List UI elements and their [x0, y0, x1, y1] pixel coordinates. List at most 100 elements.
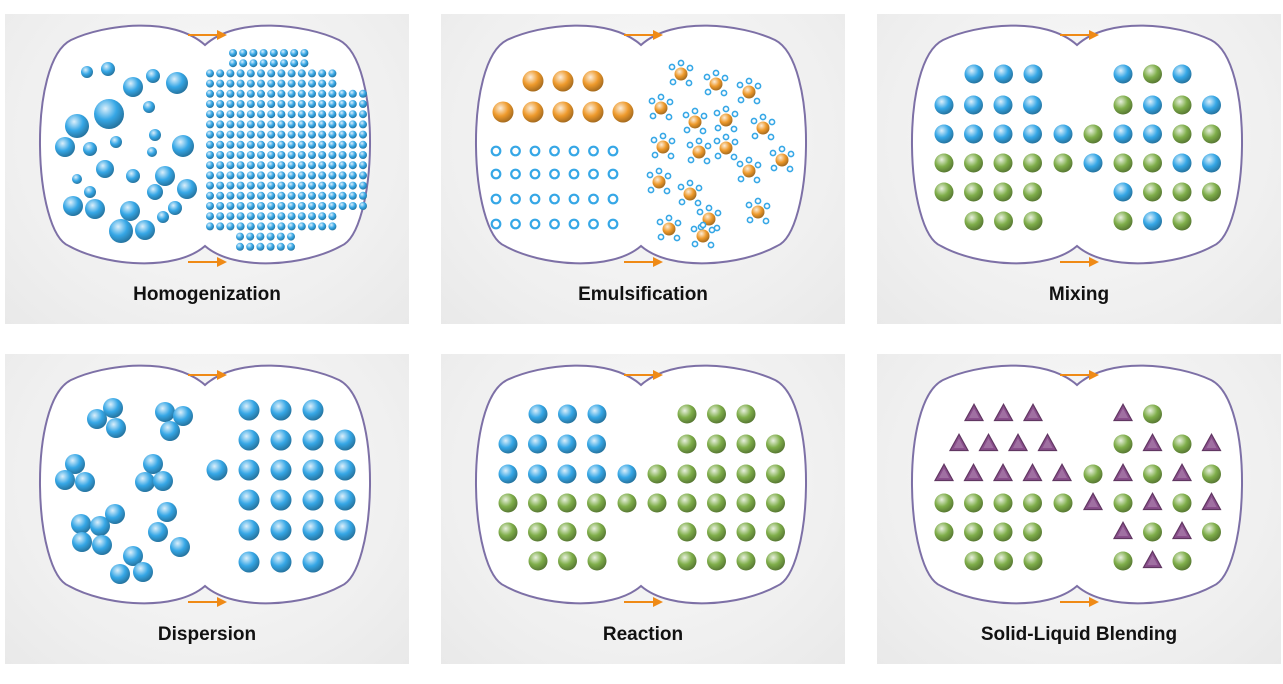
fine-droplet	[206, 171, 214, 180]
flow-arrow-icon	[188, 257, 227, 267]
large-droplet	[72, 174, 82, 184]
emulsified-droplet	[690, 221, 716, 249]
product-particle	[707, 522, 726, 542]
emulsifier-molecule	[510, 168, 521, 180]
product-particle	[677, 551, 697, 571]
fine-droplet	[246, 181, 255, 190]
oil-core	[683, 187, 697, 201]
fine-droplet	[359, 181, 367, 190]
fine-droplet	[267, 161, 276, 170]
fine-droplet	[359, 140, 367, 149]
product-particle	[766, 434, 785, 454]
liquid-particle	[1083, 464, 1103, 484]
fine-droplet	[338, 171, 347, 180]
agglomerate-particle	[160, 421, 180, 441]
oil-droplet	[492, 101, 514, 123]
oil-core	[702, 212, 716, 226]
green-particle	[1172, 95, 1192, 115]
fine-droplet	[206, 69, 214, 78]
product-particle	[766, 522, 785, 542]
fine-droplet	[318, 130, 327, 139]
product-particle	[766, 493, 785, 513]
fine-droplet	[318, 161, 327, 170]
panel-label: Dispersion	[157, 624, 257, 645]
fine-droplet	[328, 100, 337, 108]
oil-core	[662, 222, 676, 236]
fine-droplet	[226, 181, 235, 190]
green-particle	[528, 493, 547, 513]
oil-core	[654, 101, 668, 115]
fine-droplet	[257, 161, 265, 170]
fine-droplet	[308, 191, 316, 200]
fine-droplet	[277, 161, 286, 170]
fine-droplet	[239, 49, 248, 57]
fine-droplet	[328, 69, 337, 78]
fine-droplet	[277, 89, 286, 98]
fine-droplet	[216, 171, 225, 180]
agglomerate-particle	[71, 514, 91, 534]
agglomerate-particle	[90, 516, 110, 536]
fine-droplet	[318, 222, 327, 231]
oil-core	[751, 205, 765, 219]
green-particle	[557, 493, 577, 513]
fine-droplet	[308, 100, 316, 108]
fine-droplet	[257, 222, 265, 231]
large-droplet	[81, 66, 93, 78]
emulsifier-molecule	[588, 193, 599, 205]
dispersed-particle	[238, 489, 260, 511]
emulsified-droplet	[736, 77, 762, 105]
fine-droplet	[226, 100, 235, 108]
dispersed-particle	[238, 429, 260, 451]
liquid-particle	[964, 522, 983, 542]
fine-droplet	[308, 222, 316, 231]
fine-droplet	[328, 171, 337, 180]
green-particle	[1172, 211, 1192, 231]
green-particle	[558, 551, 577, 571]
fine-droplet	[206, 79, 214, 88]
liquid-particle	[1202, 464, 1221, 484]
blue-particle	[964, 64, 984, 84]
fine-droplet	[328, 222, 337, 231]
fine-droplet	[257, 202, 265, 210]
fine-droplet	[287, 171, 296, 180]
product-particle	[736, 522, 756, 542]
fine-droplet	[236, 191, 245, 200]
fine-droplet	[359, 191, 367, 200]
large-droplet	[177, 179, 197, 199]
green-particle	[1053, 153, 1073, 173]
agglomerate-particle	[87, 409, 107, 429]
panel-label: Emulsification	[578, 284, 708, 305]
dispersed-particle	[206, 459, 228, 481]
fine-droplet	[297, 89, 306, 98]
fine-droplet	[257, 69, 265, 78]
panel-label: Reaction	[602, 624, 684, 645]
large-droplet	[146, 69, 160, 83]
flow-arrow-icon	[188, 597, 227, 607]
fine-droplet	[277, 140, 286, 149]
blue-particle	[587, 434, 606, 454]
fine-droplet	[246, 202, 255, 210]
agglomerate-particle	[157, 502, 177, 522]
emulsifier-molecule	[490, 168, 502, 180]
fine-droplet	[338, 130, 347, 139]
fine-droplet	[297, 140, 306, 149]
agglomerate-particle	[155, 402, 175, 422]
large-droplet	[65, 114, 89, 138]
green-particle	[1023, 153, 1042, 173]
dispersed-particle	[334, 429, 356, 451]
fine-droplet	[359, 89, 367, 98]
product-particle	[707, 434, 726, 454]
green-particle	[528, 522, 547, 542]
green-particle	[587, 493, 606, 513]
fine-droplet	[297, 212, 306, 221]
fine-droplet	[297, 181, 306, 190]
emulsified-droplet	[656, 214, 682, 242]
fine-droplet	[267, 69, 276, 78]
liquid-particle	[993, 493, 1013, 513]
panel-label: Homogenization	[133, 284, 281, 305]
green-particle	[647, 493, 667, 513]
blue-particle	[1113, 182, 1133, 202]
fine-droplet	[290, 59, 299, 68]
liquid-particle	[1023, 551, 1043, 571]
fine-droplet	[318, 69, 327, 78]
